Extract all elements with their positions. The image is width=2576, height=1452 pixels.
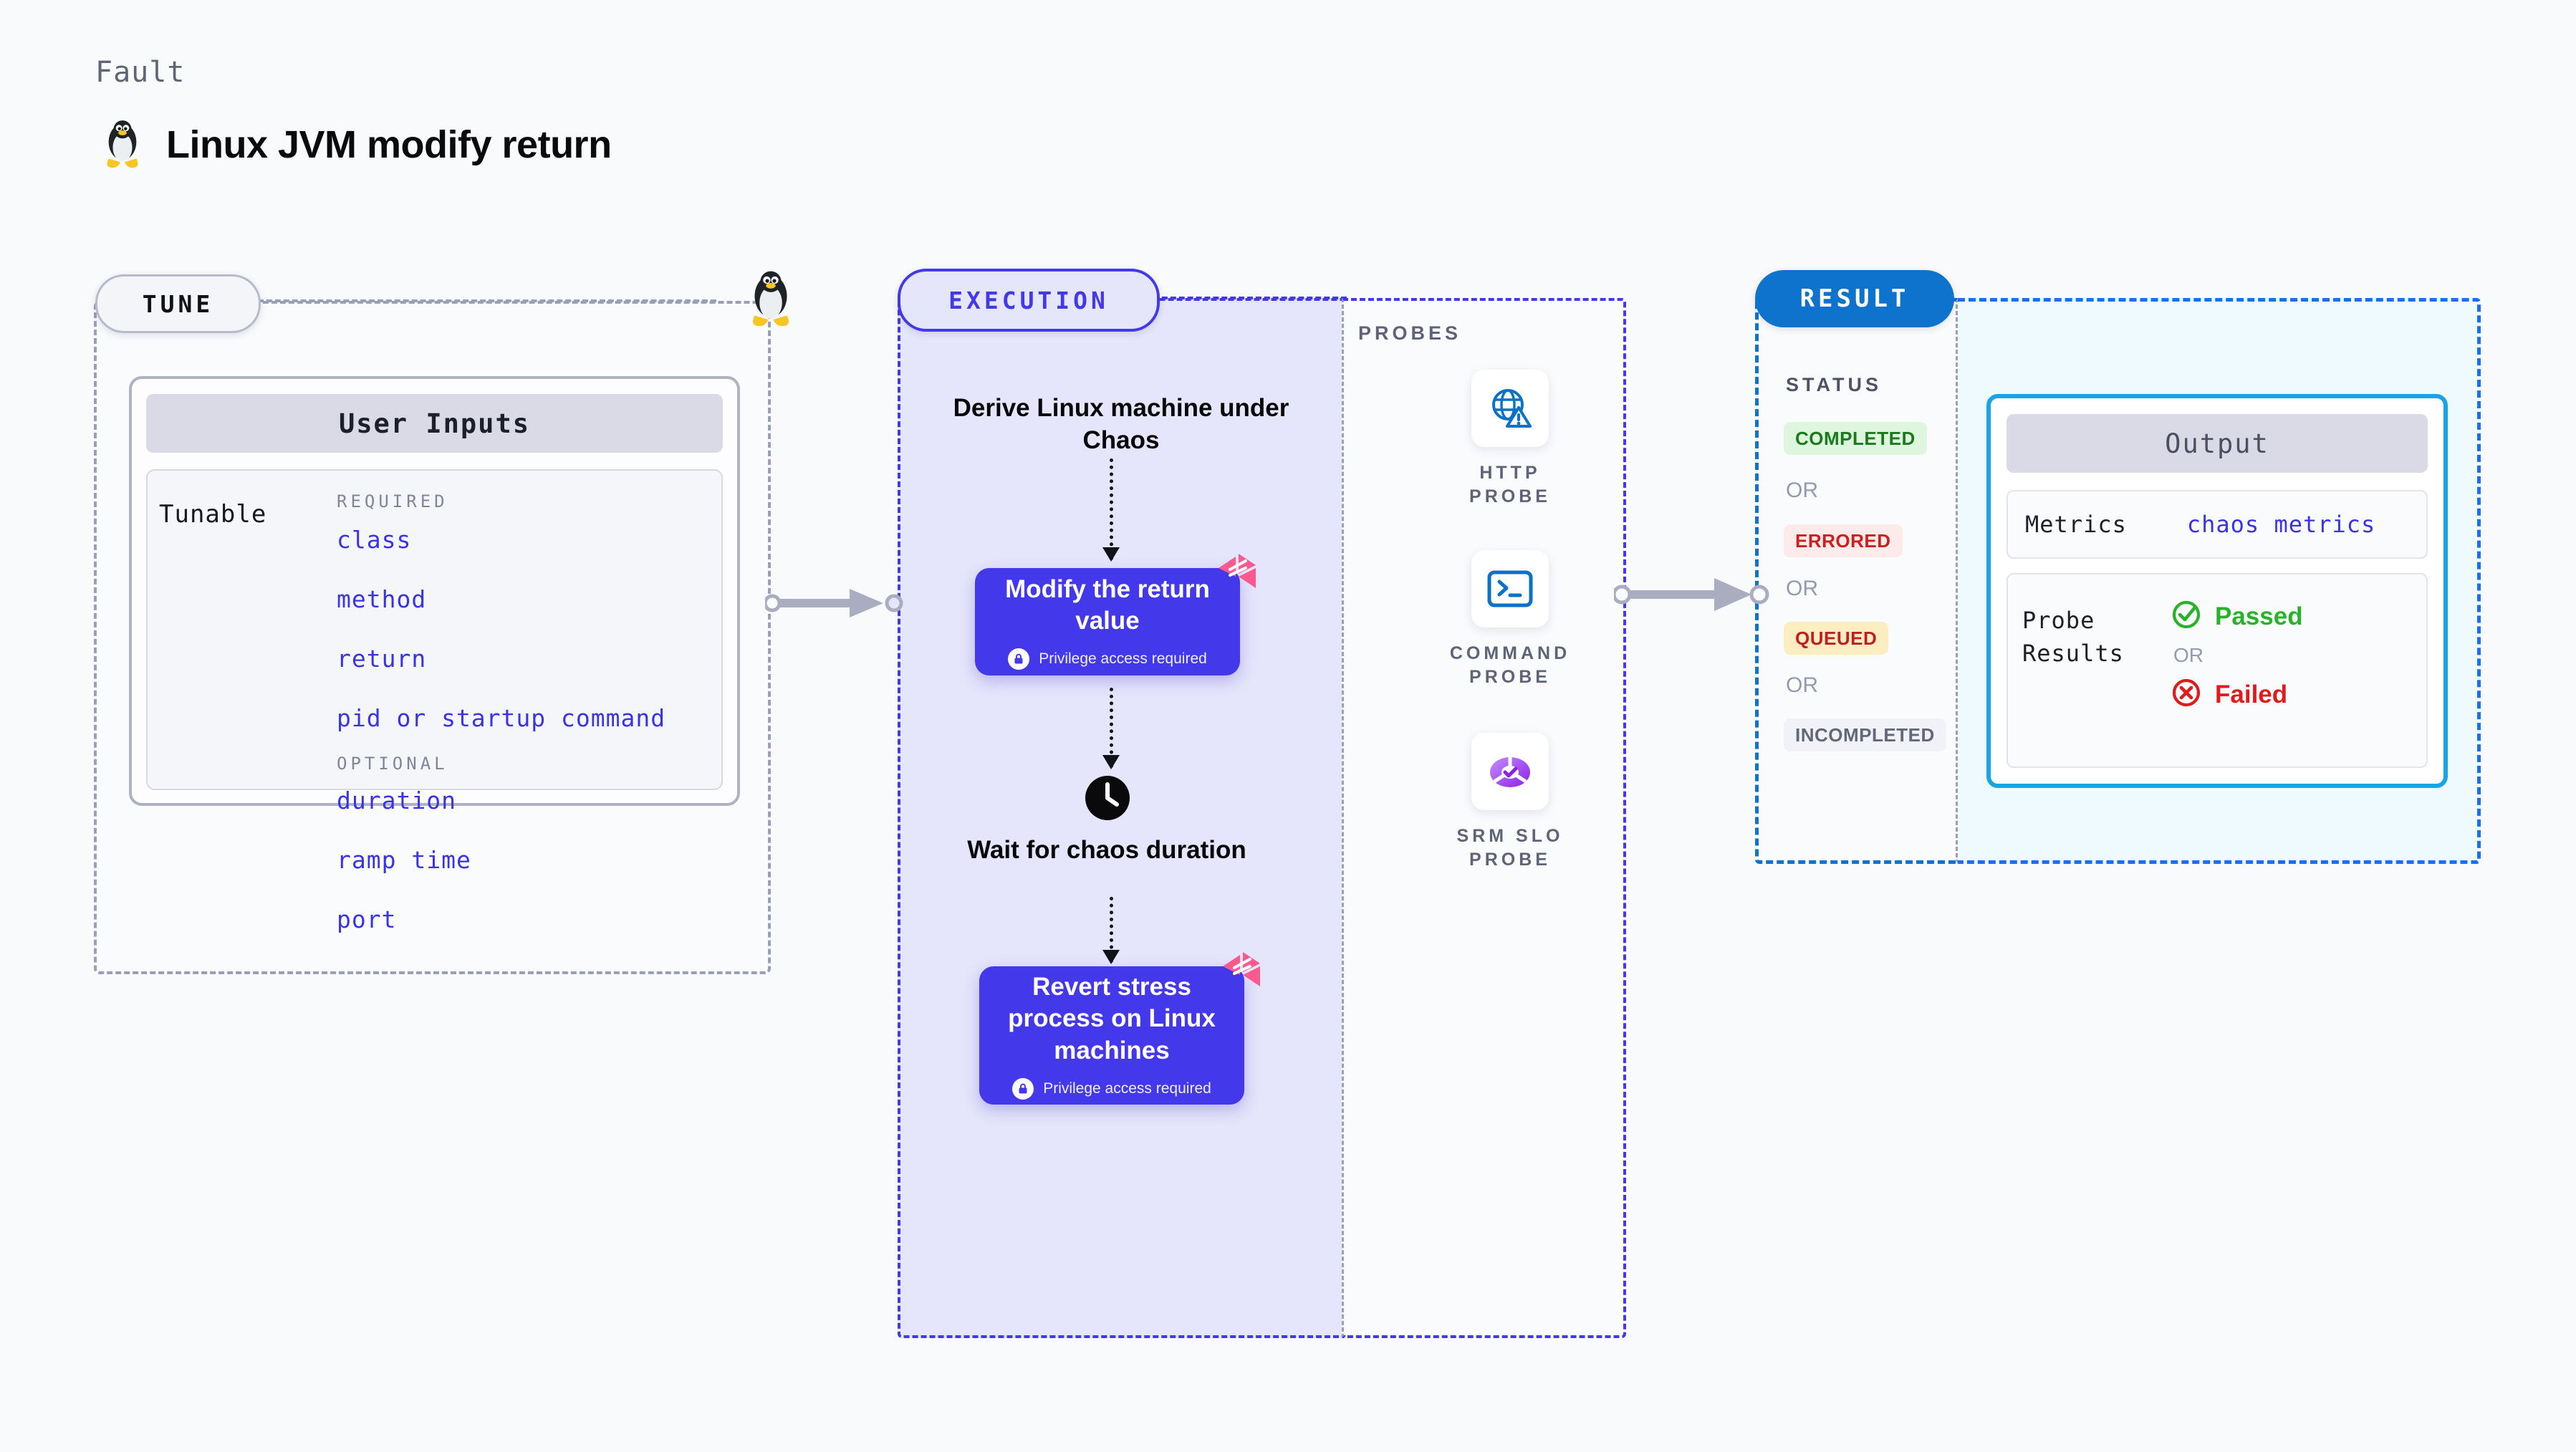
metrics-label: Metrics — [2025, 511, 2127, 538]
tunable-item-ramp-time[interactable]: ramp time — [337, 846, 471, 874]
lock-icon — [1012, 1077, 1034, 1100]
wait-step-text: Wait for chaos duration — [967, 836, 1246, 864]
tunable-item-port[interactable]: port — [337, 905, 397, 933]
metrics-value[interactable]: chaos metrics — [2186, 511, 2376, 538]
fault-kicker-label: Fault — [95, 56, 186, 89]
passed-label: Passed — [2215, 602, 2303, 630]
probe-results-row — [2007, 573, 2428, 768]
output-header: Output — [2007, 414, 2428, 473]
tune-pill[interactable]: TUNE — [95, 274, 261, 333]
status-badge-incompleted: INCOMPLETED — [1784, 718, 1946, 751]
tunable-item-return[interactable]: return — [337, 645, 427, 673]
revert-privilege-text: Privilege access required — [1043, 1080, 1211, 1097]
harness-logo-icon — [1219, 951, 1263, 991]
probe-item-srm-slo[interactable]: SRM SLO PROBE — [1435, 733, 1585, 871]
probe-result-passed: Passed — [2171, 599, 2303, 634]
harness-logo-icon — [1214, 552, 1259, 592]
globe-warning-icon — [1471, 370, 1549, 447]
probes-region — [1342, 298, 1626, 1338]
status-or-2: OR — [1786, 577, 1818, 600]
status-badge-errored: ERRORED — [1784, 524, 1903, 557]
failed-label: Failed — [2215, 680, 2288, 708]
execution-step-revert-stress-process[interactable]: Revert stress process on Linux machines … — [979, 952, 1260, 1105]
tunable-item-pid-or-startup-command[interactable]: pid or startup command — [337, 704, 666, 732]
tunable-item-duration[interactable]: duration — [337, 787, 456, 814]
status-label: STATUS — [1786, 374, 1882, 395]
probe-label-command: COMMAND PROBE — [1449, 643, 1571, 687]
modify-box-privilege-note: Privilege access required — [1008, 648, 1207, 670]
probe-results-values: Passed OR Failed — [2171, 599, 2303, 712]
clock-icon — [1085, 776, 1130, 820]
required-heading: REQUIRED — [337, 491, 448, 511]
probe-label-srm-slo: SRM SLO PROBE — [1456, 826, 1564, 870]
tunable-label: Tunable — [159, 500, 267, 529]
status-or-3: OR — [1786, 673, 1818, 697]
check-circle-icon — [2171, 599, 2202, 634]
linux-penguin-connector-icon — [745, 269, 797, 330]
terminal-icon — [1471, 550, 1549, 628]
result-status-region — [1755, 298, 1958, 864]
arrow-tune-to-execution — [763, 582, 908, 628]
status-badge-completed: COMPLETED — [1784, 422, 1927, 455]
probe-item-command[interactable]: COMMAND PROBE — [1435, 550, 1585, 688]
tunable-item-method[interactable]: method — [337, 585, 427, 613]
derive-step-text: Derive Linux machine under Chaos — [953, 394, 1289, 454]
execution-step-modify-return-value[interactable]: Modify the return value Privilege access… — [975, 554, 1256, 675]
tune-top-dash-line — [258, 299, 716, 302]
execution-top-dash-line — [1153, 297, 1347, 299]
metrics-row: Metrics chaos metrics — [2007, 490, 2428, 559]
modify-privilege-text: Privilege access required — [1039, 650, 1207, 668]
probe-result-failed: Failed — [2171, 677, 2303, 712]
tunable-item-class[interactable]: class — [337, 526, 412, 554]
revert-box-title: Revert stress process on Linux machines — [1008, 973, 1216, 1064]
flow-arrow-derive-to-modify — [1102, 458, 1120, 562]
tunable-list: REQUIRED class method return pid or star… — [337, 491, 709, 933]
optional-heading: OPTIONAL — [337, 754, 448, 774]
page-title: Linux JVM modify return — [166, 123, 612, 166]
probes-label: PROBES — [1358, 322, 1462, 344]
lock-icon — [1008, 648, 1030, 670]
modify-box-title: Modify the return value — [1005, 574, 1210, 635]
arrow-probes-to-result — [1612, 569, 1772, 623]
linux-penguin-icon — [100, 118, 145, 171]
probe-item-http[interactable]: HTTP PROBE — [1435, 370, 1585, 508]
execution-region — [898, 298, 1345, 1338]
status-badge-queued: QUEUED — [1784, 622, 1889, 655]
user-inputs-header: User Inputs — [146, 394, 723, 453]
srm-slo-donut-icon — [1471, 733, 1549, 810]
probe-results-or: OR — [2173, 644, 2203, 666]
fault-title-row: Linux JVM modify return — [100, 118, 612, 171]
flow-arrow-wait-to-revert — [1102, 897, 1120, 964]
x-circle-icon — [2171, 677, 2202, 712]
probe-label-http: HTTP PROBE — [1469, 463, 1551, 506]
status-or-1: OR — [1786, 479, 1818, 502]
result-pill[interactable]: RESULT — [1755, 270, 1954, 327]
flow-arrow-modify-to-wait — [1102, 688, 1120, 769]
tunable-box — [146, 469, 723, 790]
execution-pill[interactable]: EXECUTION — [898, 269, 1160, 332]
revert-box-privilege-note: Privilege access required — [1012, 1077, 1211, 1100]
